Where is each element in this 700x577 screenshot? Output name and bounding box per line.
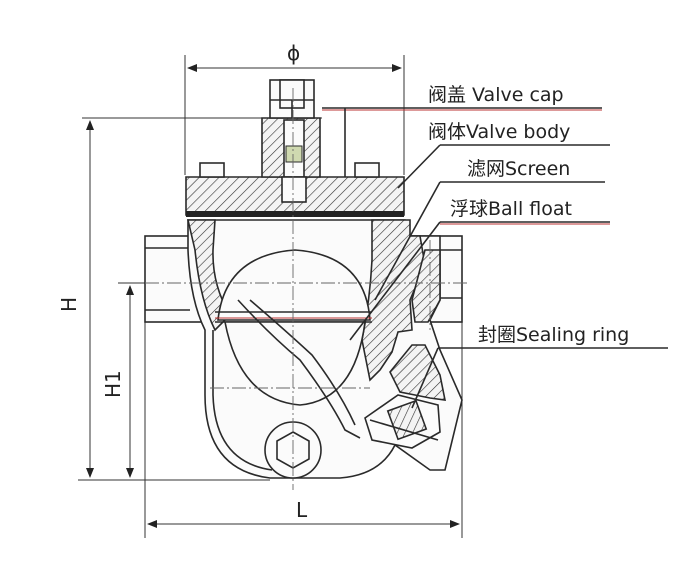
- valve-body-label: 阀体Valve body: [428, 121, 570, 143]
- screen-label: 滤网Screen: [467, 158, 570, 180]
- l-label: L: [296, 498, 308, 522]
- valve-cap-label: 阀盖 Valve cap: [428, 84, 564, 106]
- valve-body-drawing: [144, 79, 470, 490]
- sealing-ring-label: 封圈Sealing ring: [478, 324, 629, 346]
- sealing-ring-drawing: [364, 394, 441, 449]
- screen-callout: 滤网Screen: [374, 158, 605, 301]
- phi-dimension: ϕ: [184, 41, 405, 175]
- valve-body-callout: 阀体Valve body: [344, 108, 610, 189]
- ball-float-label: 浮球Ball float: [450, 198, 572, 220]
- ball-float-callout: 浮球Ball float: [349, 198, 610, 341]
- phi-label: ϕ: [287, 41, 300, 65]
- h1-label: H1: [101, 370, 125, 398]
- sealing-ring-callout: 封圈Sealing ring: [411, 324, 668, 409]
- h-label: H: [57, 297, 81, 312]
- l-dimension: L: [144, 318, 463, 538]
- valve-cap-callout: 阀盖 Valve cap: [322, 84, 602, 111]
